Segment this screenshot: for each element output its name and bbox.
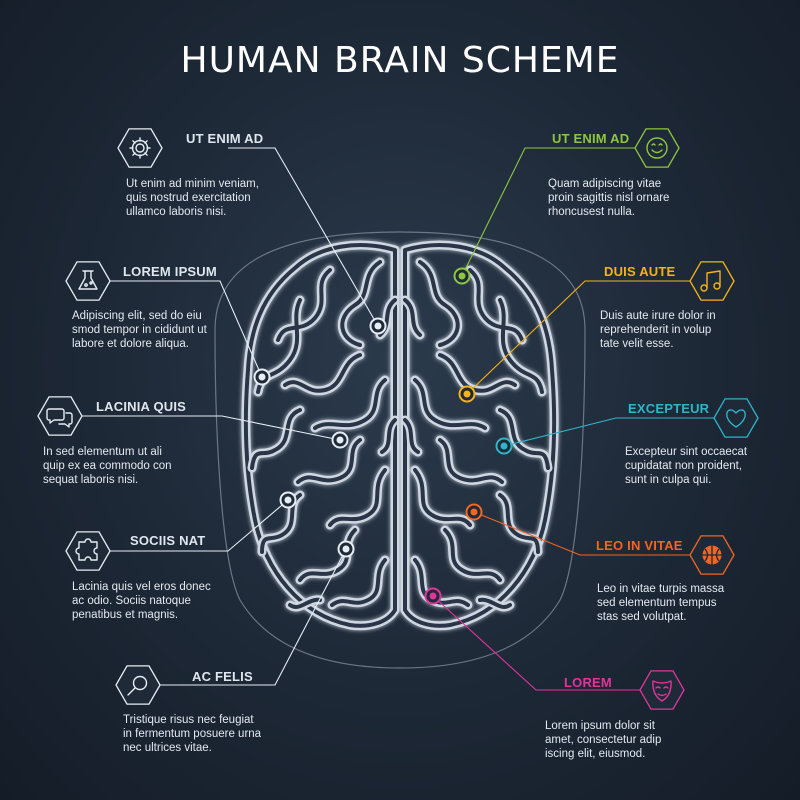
- connector-left-1: [228, 147, 379, 327]
- left-label-1: UT ENIM AD: [186, 131, 264, 146]
- left-desc-1: Ut enim ad minim veniam,quis nostrud exe…: [126, 178, 259, 218]
- right-fold-core: [468, 268, 524, 342]
- basketball-icon-hexagon: [689, 535, 735, 575]
- dot-right-2: [463, 390, 471, 398]
- heart-icon: [726, 409, 746, 428]
- left-fold-core: [296, 438, 362, 484]
- heart-icon-hexagon: [713, 398, 759, 438]
- puzzle-icon-hexagon: [65, 531, 111, 571]
- right-label-4: LEO IN VITAE: [596, 538, 683, 553]
- left-fold-core: [330, 558, 387, 607]
- dot-left-3: [336, 436, 344, 444]
- right-label-5: LOREM: [564, 675, 612, 690]
- dot-right-3: [500, 442, 508, 450]
- right-fold-core: [413, 468, 472, 527]
- flask-icon: [78, 270, 98, 290]
- flask-icon-hexagon: [65, 261, 111, 301]
- left-label-4: SOCIIS NAT: [130, 533, 206, 548]
- music-note-icon: [700, 270, 721, 292]
- smile-icon: [646, 137, 668, 159]
- left-fold-core: [250, 408, 302, 470]
- left-label-5: AC FELIS: [192, 669, 253, 684]
- right-fold-core: [438, 353, 517, 393]
- icon-hexagons: [37, 128, 759, 710]
- connector-right-2: [466, 280, 690, 395]
- right-fold-core: [498, 298, 544, 394]
- gear-icon-hexagon: [117, 128, 163, 168]
- dot-right-1: [458, 272, 466, 280]
- magnifier-icon-hexagon: [115, 665, 161, 705]
- right-fold-core: [403, 298, 422, 337]
- right-fold-core: [498, 408, 550, 470]
- right-fold-core: [418, 260, 460, 347]
- right-fold-core: [403, 418, 420, 454]
- brain-illustration: [241, 240, 559, 631]
- connector-left-3: [82, 415, 341, 441]
- connector-lines: [82, 147, 714, 691]
- right-fold-core: [498, 493, 540, 554]
- right-fold-core: [443, 528, 502, 582]
- left-fold-core: [276, 268, 332, 342]
- dot-right-4: [470, 508, 478, 516]
- left-fold-core: [288, 597, 322, 609]
- connector-left-5: [160, 548, 347, 686]
- dot-left-4: [284, 496, 292, 504]
- connector-left-4: [110, 499, 289, 552]
- dot-left-1: [374, 322, 382, 330]
- music-note-icon-hexagon: [689, 261, 735, 301]
- connector-left-2: [110, 280, 263, 378]
- basketball-icon: [702, 545, 722, 565]
- left-fold-core: [380, 418, 397, 454]
- right-fold-core: [478, 597, 512, 609]
- connector-right-3: [503, 417, 714, 447]
- connector-right-4: [473, 511, 690, 556]
- dot-right-5: [429, 592, 437, 600]
- right-fold-core: [413, 378, 487, 430]
- chat-bubbles-icon-hexagon: [37, 396, 83, 436]
- left-fold-core: [283, 353, 362, 393]
- page-title: HUMAN BRAIN SCHEME: [180, 40, 620, 81]
- gear-icon: [129, 137, 151, 159]
- right-label-3: EXCEPTEUR: [628, 401, 710, 416]
- left-fold-core: [313, 378, 387, 430]
- connector-right-5: [432, 595, 640, 691]
- magnifier-icon: [127, 675, 148, 696]
- connector-right-1: [461, 147, 635, 277]
- left-fold-core: [328, 468, 387, 527]
- smile-icon-hexagon: [634, 128, 680, 168]
- theater-mask-icon: [652, 680, 672, 702]
- right-fold: [415, 257, 463, 350]
- right-label-2: DUIS AUTE: [604, 264, 676, 279]
- puzzle-icon: [75, 538, 98, 561]
- left-fold-core: [340, 260, 382, 347]
- left-fold: [247, 405, 305, 473]
- left-label-2: LOREM IPSUM: [123, 264, 217, 279]
- dot-left-5: [342, 545, 350, 553]
- left-label-3: LACINIA QUIS: [96, 399, 187, 414]
- dot-left-2: [258, 373, 266, 381]
- chat-bubbles-icon: [46, 408, 73, 428]
- connector-dots: [253, 267, 513, 605]
- head-outline: [214, 231, 586, 669]
- right-fold-core: [438, 438, 504, 484]
- theater-mask-icon-hexagon: [639, 670, 685, 710]
- right-label-1: UT ENIM AD: [552, 131, 630, 146]
